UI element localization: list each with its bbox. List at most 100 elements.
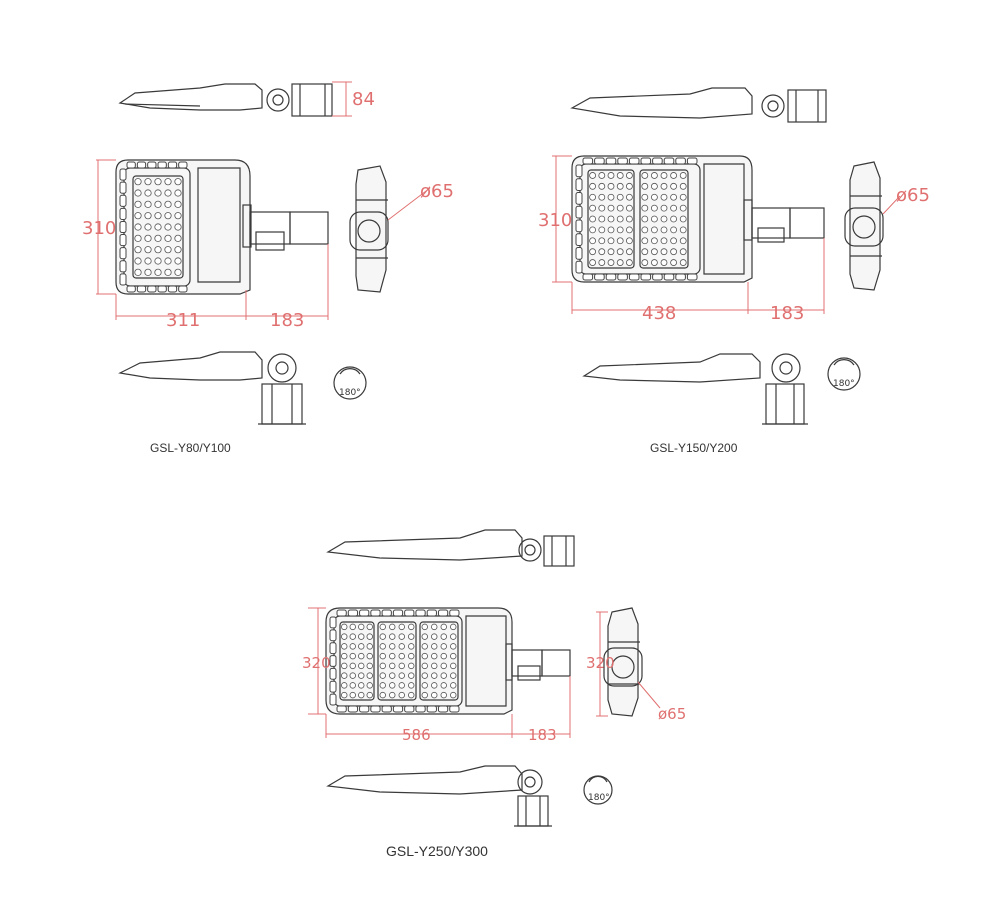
led [598,226,606,234]
led [598,259,606,266]
led [349,623,356,631]
front-view: 320 ø65 [586,607,686,723]
pad [347,609,359,617]
bracket-dim-label: 84 [352,89,375,110]
pad [640,273,652,281]
led [660,182,668,190]
pad [605,157,617,165]
led [626,237,633,245]
cooling-pads [575,157,698,281]
pad [119,181,127,194]
led [651,193,658,201]
pad [652,157,663,165]
led [660,215,668,223]
led [134,212,142,220]
led [154,189,162,197]
led [174,178,182,186]
led [389,691,396,699]
led [389,623,396,631]
led [174,189,182,197]
arm-dim-label: 183 [528,726,557,744]
pad [575,164,583,178]
pad [119,247,127,260]
led [341,662,348,670]
led [589,215,596,223]
led [589,204,596,212]
rotation-label: 180° [339,388,361,398]
led [431,623,438,631]
led [440,672,447,679]
led [616,237,624,245]
led [660,204,668,212]
led [144,246,152,254]
led [607,215,615,223]
led [421,691,428,699]
led [358,643,365,650]
led [598,237,606,245]
led [616,182,624,190]
led [349,672,356,679]
led [349,662,356,670]
pad [663,157,675,165]
led [134,189,142,197]
led [679,172,687,179]
led [398,643,405,650]
led [651,182,658,190]
led [144,257,152,265]
led [349,652,356,660]
led [641,193,649,201]
pad [119,168,127,181]
led [450,672,457,679]
led [641,237,649,245]
led [366,691,373,699]
led [134,257,142,265]
led [589,182,596,190]
led [358,662,365,670]
led [349,691,356,699]
led [341,682,348,689]
pad [605,273,617,281]
led [450,633,457,640]
led [589,172,596,179]
dim-84: 84 [332,81,375,117]
led [660,248,668,256]
height-dim-label: 310 [82,218,116,239]
led [450,643,457,650]
led [670,259,677,266]
pad [157,285,167,293]
led [431,672,438,679]
led [389,643,396,650]
side-view-bottom [582,353,808,425]
led [174,223,182,231]
led [154,234,162,242]
pad [582,157,594,165]
led [164,189,172,197]
led [598,215,606,223]
led [154,212,162,220]
led [440,623,447,631]
led [164,178,172,186]
led [626,182,633,190]
led [641,182,649,190]
led [450,623,457,631]
led [431,682,438,689]
pad [329,693,337,706]
led [626,259,633,266]
led [589,259,596,266]
pad [628,157,640,165]
pad [449,705,460,713]
front-view: ø65 [844,161,930,291]
led [174,268,182,276]
led [421,623,428,631]
led [408,633,415,640]
led [379,662,386,670]
led [670,248,677,256]
led [398,652,405,660]
led [154,223,162,231]
pad [575,247,583,260]
led [408,682,415,689]
led [164,246,172,254]
pad [594,273,605,281]
rotation-indicator: 180° [583,775,613,805]
pad [426,609,437,617]
